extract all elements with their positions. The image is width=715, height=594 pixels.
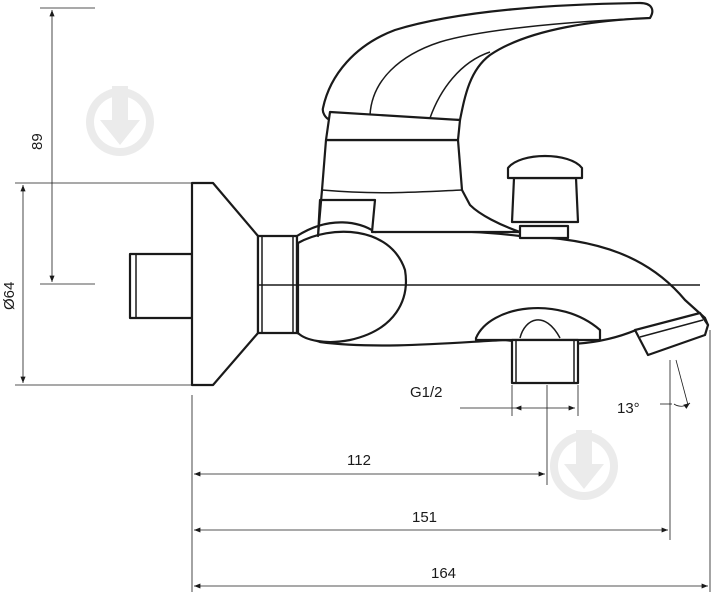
dim-angle-label: 13° [617, 400, 640, 417]
faucet-body [128, 1, 710, 387]
dimension-lines [20, 10, 708, 589]
watermark-icon-bottom [550, 430, 618, 500]
dim-thread-label: G1/2 [410, 384, 443, 401]
dim-89-label: 89 [29, 133, 46, 150]
dim-151-label: 151 [412, 509, 437, 526]
dimension-labels: 89 Ø64 G1/2 13° 112 151 164 [1, 133, 640, 582]
extension-lines [15, 7, 711, 592]
dim-164-label: 164 [431, 565, 456, 582]
watermark-icon-top [86, 86, 154, 156]
dim-diameter-64-label: Ø64 [1, 282, 18, 310]
dim-112-label: 112 [347, 452, 371, 469]
